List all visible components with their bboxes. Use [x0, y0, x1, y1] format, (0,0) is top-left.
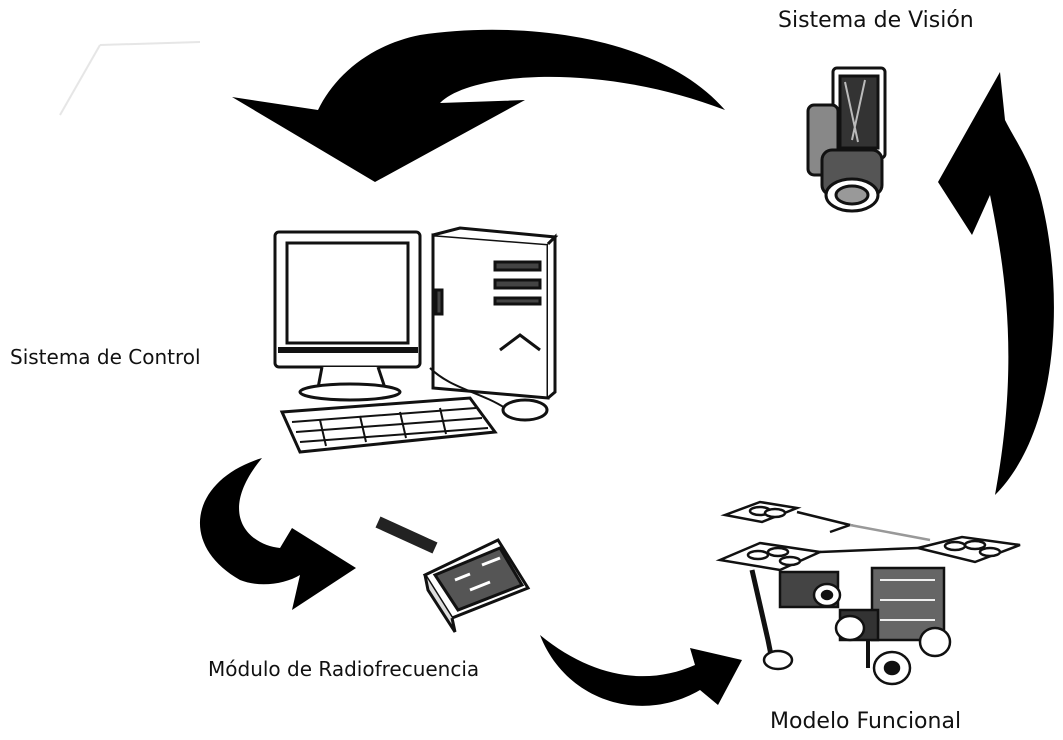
background-sketch — [59, 41, 201, 116]
video-camera-icon — [806, 66, 887, 213]
sistema-de-vision-label: Sistema de Visión — [778, 8, 974, 33]
modelo-funcional-label: Modelo Funcional — [770, 709, 962, 734]
arrow-vision-to-control — [232, 29, 725, 183]
arrow-model-to-vision — [938, 72, 1054, 495]
rf-module-icon — [375, 516, 531, 633]
arrow-rf-to-model — [540, 635, 742, 706]
modulo-de-radiofrecuencia-label: Módulo de Radiofrecuencia — [208, 657, 480, 681]
desktop-computer-icon — [273, 226, 559, 454]
sistema-de-control-label: Sistema de Control — [10, 345, 201, 369]
arrow-control-to-rf — [199, 458, 356, 610]
mobile-robots-icon — [715, 500, 1021, 686]
